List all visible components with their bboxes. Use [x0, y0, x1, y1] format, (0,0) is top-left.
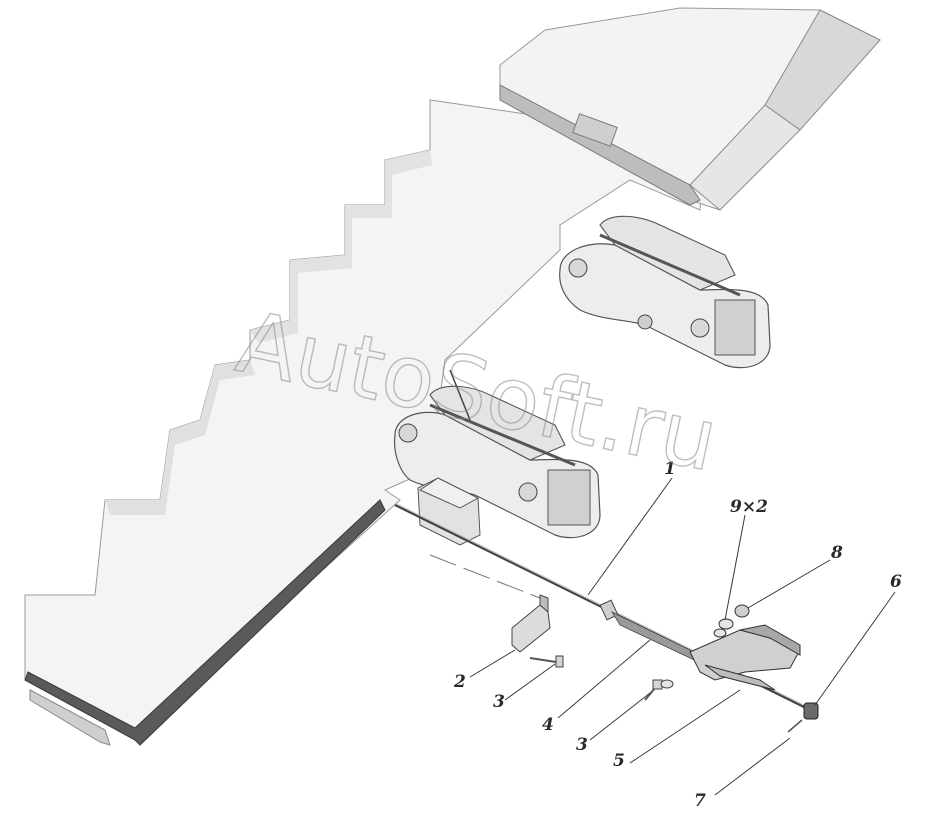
leader-3b	[589, 692, 651, 741]
bracket-upper-top-plate	[599, 215, 736, 291]
callout-labels: 1 2 3 4 3 5 6 7 8 9×2	[453, 459, 902, 811]
callout-8: 8	[830, 543, 843, 563]
callout-1: 1	[664, 459, 676, 479]
leader-4	[557, 639, 651, 719]
screw-a-head	[555, 655, 564, 668]
bracket-upper-pivot	[637, 314, 653, 330]
part-6-end-cap	[803, 702, 819, 720]
part-2-plate	[511, 604, 551, 653]
upper-panel-end-lower	[689, 104, 801, 211]
callout-3a: 3	[493, 692, 505, 712]
pin-line	[787, 719, 803, 733]
part-5-lever	[689, 624, 801, 691]
part-2-flange	[539, 594, 549, 614]
part-7-pin	[787, 719, 803, 733]
part-2-bracket	[511, 594, 551, 653]
bracket-upper-bolt-head	[568, 258, 588, 278]
step-shading-2	[250, 150, 432, 343]
callout-7: 7	[694, 791, 706, 811]
hinge-bracket-upper	[559, 215, 771, 369]
leader-9	[724, 514, 746, 621]
upper-panel-rail	[499, 84, 701, 206]
bracket-upper-pin	[599, 233, 741, 297]
leader-6	[814, 591, 896, 706]
part-4-sleeve	[599, 599, 706, 666]
part-3-screw-b	[644, 679, 674, 701]
leader-3a	[504, 663, 556, 701]
end-cap-body	[803, 702, 819, 720]
washer-b	[660, 679, 674, 689]
spring-strap	[610, 611, 706, 666]
leader-1	[587, 477, 673, 596]
leader-8	[747, 559, 831, 609]
platform-edge-lip	[29, 689, 111, 746]
leader-lines	[469, 477, 896, 796]
leader-7	[714, 737, 791, 796]
callout-5: 5	[613, 751, 625, 771]
upper-panel-slot	[572, 113, 618, 147]
part-9-washer-a	[718, 618, 734, 630]
platform-front-edge	[24, 499, 386, 746]
part-9-washer-b	[713, 628, 727, 638]
leader-5	[629, 689, 741, 764]
callout-6: 6	[890, 572, 902, 592]
callout-4: 4	[542, 715, 554, 735]
assembly-axis-dash	[429, 554, 546, 601]
cable-mount-block	[417, 477, 481, 546]
step-shading-1	[105, 360, 255, 515]
lever-pedal-raised	[739, 624, 801, 656]
part-3-screw-a	[529, 655, 564, 668]
bracket-lower-bolt-head	[398, 423, 418, 443]
bracket-lower-block	[547, 469, 591, 526]
bracket-upper-nut	[690, 318, 710, 338]
part-8-bushing	[734, 604, 750, 618]
lever-arm	[704, 664, 776, 691]
callout-2: 2	[453, 672, 466, 692]
bracket-lower-nut	[518, 482, 538, 502]
cable-to-bracket	[449, 369, 471, 421]
bracket-upper-block	[714, 299, 756, 356]
callout-3b: 3	[576, 735, 588, 755]
callout-9: 9×2	[730, 497, 768, 517]
upper-panel	[499, 7, 881, 211]
leader-2	[469, 649, 516, 678]
mount-block-face	[418, 477, 480, 509]
screw-a-shank	[529, 657, 557, 663]
screw-b-shank	[644, 687, 656, 701]
bracket-lower-pin	[429, 403, 576, 467]
